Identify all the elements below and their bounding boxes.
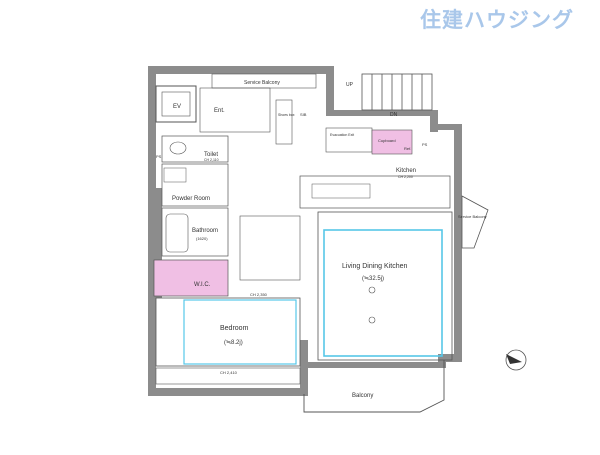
bedroom-window-strip — [155, 367, 301, 385]
service-balcony-top-label: Service Balcony — [244, 80, 280, 86]
ps-left-label: PS — [156, 154, 162, 159]
bedroom-size-label: (≒8.2j) — [224, 340, 243, 346]
bathtub — [165, 213, 189, 253]
toilet-fixture — [169, 141, 187, 155]
toilet-room — [161, 135, 229, 163]
bathroom — [161, 207, 229, 257]
shoes-box-cabinet — [275, 99, 293, 145]
cupboard-label: Cupboard — [378, 138, 396, 143]
ceiling-light-1 — [368, 286, 376, 294]
living-dining-kitchen — [317, 211, 453, 361]
entrance-area — [199, 87, 271, 133]
bedroom — [155, 297, 301, 367]
toilet-label: Toilet — [204, 152, 218, 158]
staircase — [361, 73, 433, 111]
balcony-label: Balcony — [352, 393, 373, 399]
evacuation-exit-label: Evacuation Exit — [330, 133, 354, 137]
bedroom-label: Bedroom — [220, 325, 249, 332]
sib-label: SIB — [300, 112, 307, 117]
bedroom-outline — [183, 299, 297, 365]
ps-right-label: PS — [422, 142, 428, 147]
powder-room — [161, 163, 229, 207]
ch-mid-label: CH 2,350 — [250, 292, 268, 297]
ldk-label: Living Dining Kitchen — [342, 263, 407, 270]
elevator-car — [161, 91, 191, 117]
ent-label: Ent. — [214, 108, 225, 114]
closet-area — [239, 215, 301, 281]
toilet-ch-label: CH 2,110 — [204, 158, 219, 162]
bathroom-size-label: (1620) — [196, 236, 208, 241]
wic-label: W.I.C. — [194, 282, 211, 288]
balcony-outline — [303, 360, 445, 413]
stair-down-label: DN — [390, 112, 398, 118]
stair-up-label: UP — [346, 82, 354, 88]
ldk-size-label: (≒32.5j) — [362, 276, 384, 282]
service-balcony-right-label: Service Balcony — [458, 214, 487, 219]
kitchen-ch-label: CH 2,200 — [398, 175, 413, 179]
ch-bed-label: CH 2,410 — [220, 370, 238, 375]
cupboard — [371, 129, 413, 155]
kitchen-counter — [299, 175, 451, 209]
evacuation-area — [325, 127, 373, 153]
ref-label: Ref. — [404, 146, 411, 151]
powder-room-label: Powder Room — [172, 196, 210, 202]
bathroom-label: Bathroom — [192, 228, 218, 234]
washbasin — [163, 167, 187, 183]
ldk-outline — [323, 229, 443, 357]
walk-in-closet — [153, 259, 229, 297]
kitchen-label: Kitchen — [396, 168, 416, 174]
kitchen-island — [311, 183, 371, 199]
ev-label: EV — [173, 104, 181, 110]
brand-logo: 住建ハウジング — [420, 8, 574, 32]
shoes-box-label: Shoes box — [278, 113, 295, 117]
north-arrow — [505, 349, 527, 371]
service-balcony-right — [461, 195, 489, 249]
exterior-walls — [148, 66, 462, 396]
ceiling-light-2 — [368, 316, 376, 324]
